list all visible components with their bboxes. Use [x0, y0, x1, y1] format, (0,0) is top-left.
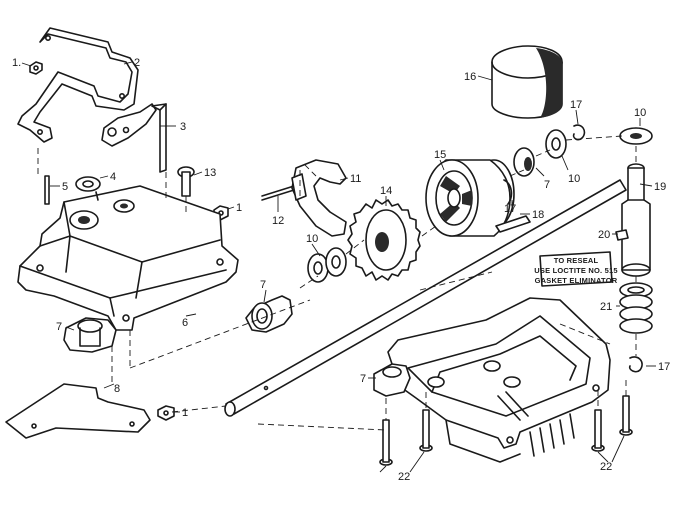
callout-label: 7: [56, 321, 62, 333]
lower-housing: [387, 297, 611, 463]
cap-part-16: [491, 45, 563, 119]
nut-part-1-bottom: [157, 405, 175, 421]
nut-part-1-top: [29, 61, 43, 75]
callout-label: 2: [134, 57, 140, 69]
callout-label: 14: [380, 185, 392, 197]
bracket-part-2: [17, 27, 139, 143]
gasket-plate-part-8: [5, 383, 151, 439]
callout-label: 10: [306, 233, 318, 245]
callout-label: 19: [654, 181, 666, 193]
vertical-shaft-part-19: [621, 163, 651, 277]
clutch-drum-part-15: [425, 159, 515, 237]
callout-label: 17: [504, 203, 516, 215]
gear-part-14: [347, 199, 421, 281]
callout-label: 7: [360, 373, 366, 385]
washer-part-10-clutch: [545, 129, 567, 159]
shift-fork-part-11: [291, 159, 347, 237]
callout-label: 10: [568, 173, 580, 185]
callout-label: 22: [600, 461, 612, 473]
callout-label: 10: [634, 107, 646, 119]
callout-label: 20: [598, 229, 610, 241]
pin-part-20: [615, 229, 629, 241]
callout-label: 4: [110, 171, 116, 183]
clip-part-17-bottom: [628, 356, 643, 373]
callout-label: 15: [434, 149, 446, 161]
bolt-part-13: [177, 166, 195, 197]
callout-label: 13: [204, 167, 216, 179]
callout-label: 7: [260, 279, 266, 291]
note-box: TO RESEAL USE LOCTITE NO. 515 GASKET ELI…: [534, 251, 618, 287]
retainer-part-17-clutch: [503, 179, 513, 205]
alignment-lines: [37, 135, 637, 431]
clip-part-17-top: [572, 124, 586, 141]
bushing-part-7-center: [245, 295, 293, 333]
callout-label: 5: [62, 181, 68, 193]
callout-label: 17: [570, 99, 582, 111]
callout-label: 18: [532, 209, 544, 221]
note-line-2: USE LOCTITE NO. 515: [534, 266, 617, 275]
callout-label: 1.: [12, 57, 21, 69]
callout-label: 17: [658, 361, 670, 373]
washer-part-10-right: [619, 127, 653, 145]
pin-part-5: [44, 175, 50, 205]
note-line-3: GASKET ELIMINATOR: [535, 276, 618, 285]
upper-housing: [17, 185, 239, 331]
callout-labels: 1. 2 3 4 5 6 7 8 1 13 1 11 12 10 7 14 15…: [12, 57, 670, 483]
washer-part-4: [75, 176, 101, 192]
callout-label: 7: [544, 179, 550, 191]
callout-label: 1: [182, 407, 188, 419]
callout-label: 1: [236, 202, 242, 214]
note-line-1: TO RESEAL: [554, 256, 599, 265]
main-axle-shaft: [224, 179, 627, 417]
bushing-part-7-left: [63, 317, 117, 353]
crank-arm-part-3: [101, 103, 167, 173]
callout-label: 8: [114, 383, 120, 395]
callout-label: 3: [180, 121, 186, 133]
callout-label: 6: [182, 317, 188, 329]
callout-label: 12: [272, 215, 284, 227]
washers-part-10-center: [307, 247, 347, 283]
callout-label: 21: [600, 301, 612, 313]
callout-label: 22: [398, 471, 410, 483]
key-part-18: [495, 215, 531, 233]
bushing-part-7-clutch: [513, 147, 535, 177]
callout-label: 11: [350, 173, 361, 185]
pin-part-12: [261, 185, 295, 201]
bushing-part-7-lower: [373, 363, 411, 397]
callout-label: 16: [464, 71, 476, 83]
spring-part-21: [619, 282, 653, 334]
bolts-part-22: [379, 395, 633, 466]
leader-lines: [21, 61, 656, 473]
